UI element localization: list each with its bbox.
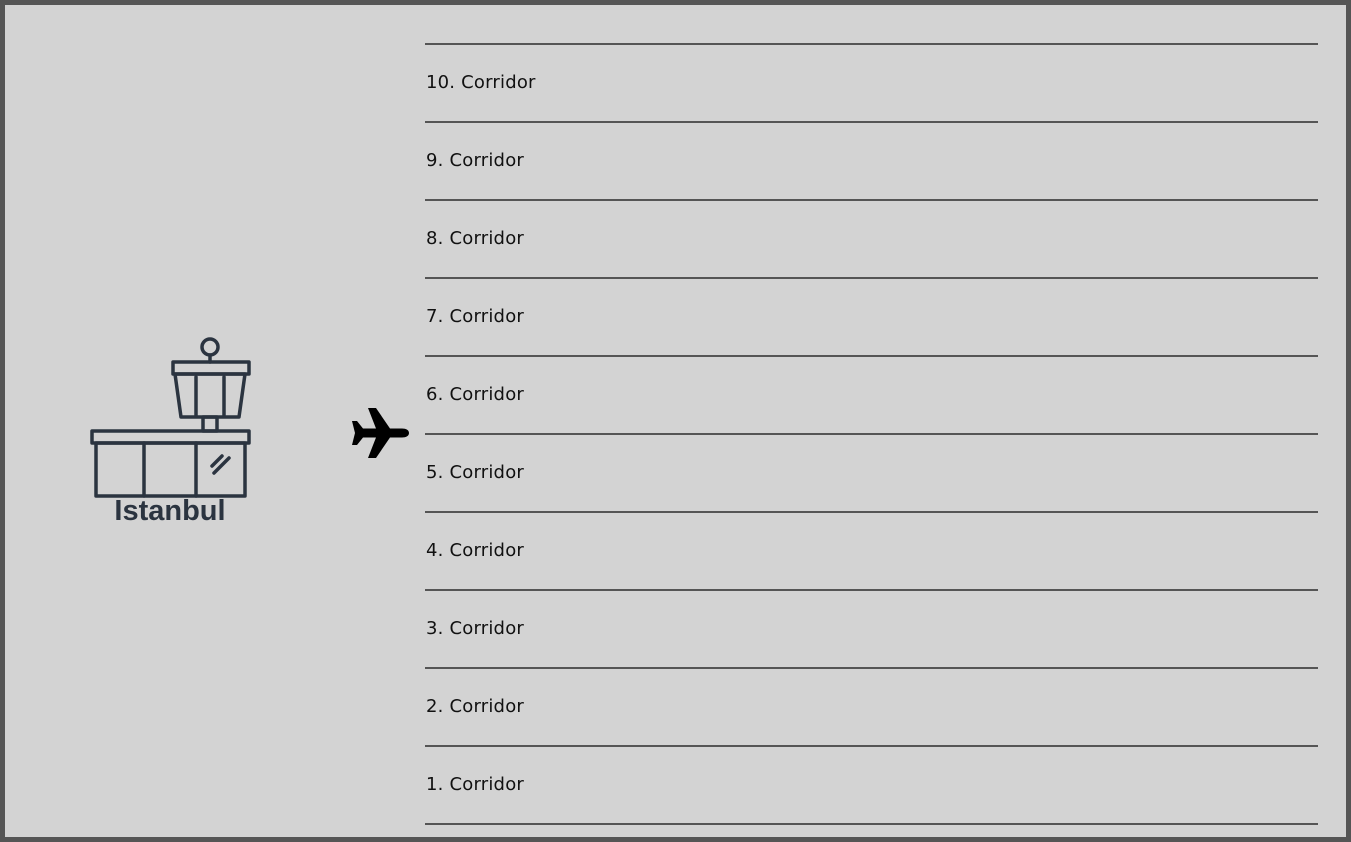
corridor-label: 2. Corridor: [426, 696, 525, 717]
corridor-row[interactable]: 7. Corridor: [425, 277, 1318, 355]
corridor-label: 1. Corridor: [426, 774, 525, 795]
corridor-label: 9. Corridor: [426, 150, 525, 171]
control-tower-icon: [90, 337, 251, 498]
corridor-row[interactable]: 2. Corridor: [425, 667, 1318, 745]
corridor-label: 5. Corridor: [426, 462, 525, 483]
corridor-label: 8. Corridor: [426, 228, 525, 249]
airplane-icon: [352, 408, 409, 458]
airport-name: Istanbul: [114, 495, 226, 527]
corridor-label: 7. Corridor: [426, 306, 525, 327]
corridor-row[interactable]: 10. Corridor: [425, 43, 1318, 121]
corridor-label: 3. Corridor: [426, 618, 525, 639]
corridor-label: 10. Corridor: [426, 72, 536, 93]
corridor-row[interactable]: 8. Corridor: [425, 199, 1318, 277]
corridor-row[interactable]: 6. Corridor: [425, 355, 1318, 433]
corridor-row[interactable]: 3. Corridor: [425, 589, 1318, 667]
corridor-row[interactable]: 1. Corridor: [425, 745, 1318, 825]
airport-block: Istanbul: [85, 333, 255, 533]
corridor-label: 6. Corridor: [426, 384, 525, 405]
corridor-row[interactable]: 9. Corridor: [425, 121, 1318, 199]
corridor-list: 10. Corridor 9. Corridor 8. Corridor 7. …: [425, 43, 1318, 825]
corridor-row[interactable]: 4. Corridor: [425, 511, 1318, 589]
corridor-label: 4. Corridor: [426, 540, 525, 561]
corridor-row[interactable]: 5. Corridor: [425, 433, 1318, 511]
